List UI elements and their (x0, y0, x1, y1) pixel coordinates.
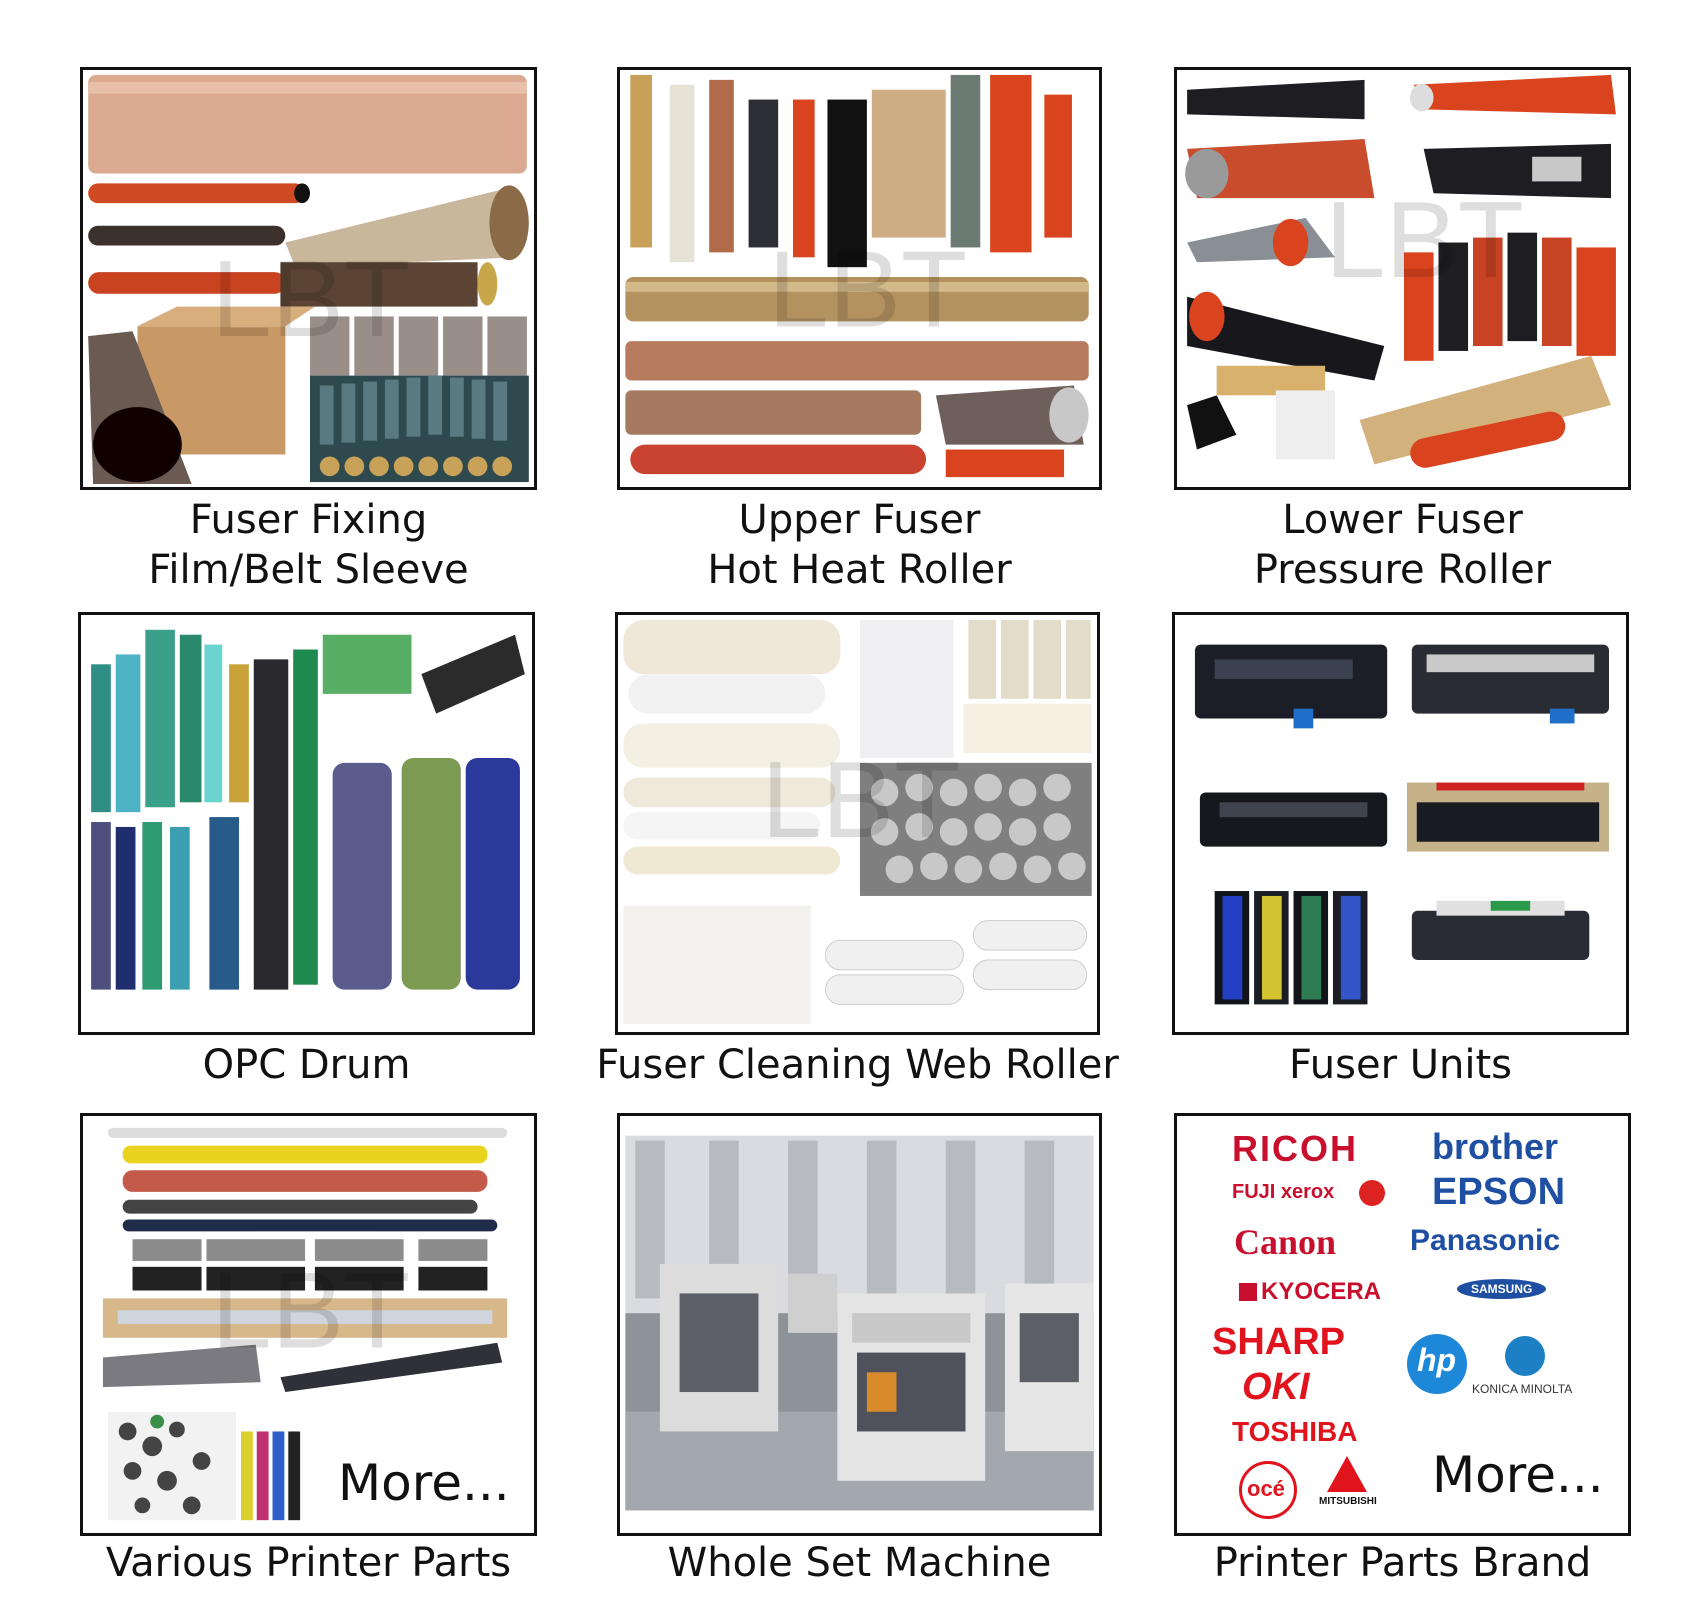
caption-line-1: Lower Fuser (1282, 497, 1523, 543)
caption-fuser-film: Fuser Fixing Film/Belt Sleeve (80, 495, 537, 595)
caption-line-1: Fuser Cleaning Web Roller (596, 1042, 1119, 1088)
caption-line-1: Fuser Units (1288, 1042, 1513, 1088)
brand-ricoh: RICOH (1232, 1128, 1358, 1169)
brand-samsung: SAMSUNG (1457, 1279, 1547, 1299)
caption-fuser-units: Fuser Units (1172, 1040, 1629, 1090)
tile-upper-fuser[interactable]: LBT (617, 67, 1102, 490)
brand-hp: hp (1417, 1342, 1457, 1378)
oce-logo-icon (1239, 1461, 1297, 1519)
tile-cleaning-web[interactable]: LBT (615, 612, 1100, 1035)
caption-line-2: Film/Belt Sleeve (148, 547, 469, 593)
caption-line-2: Hot Heat Roller (707, 547, 1012, 593)
various-parts-photo: LBT (102, 1127, 508, 1521)
fuser-units-photo (1194, 644, 1609, 1005)
caption-line-1: Upper Fuser (738, 497, 981, 543)
caption-brands: Printer Parts Brand (1174, 1538, 1631, 1588)
caption-line-2: Pressure Roller (1253, 547, 1552, 593)
caption-various-parts: Various Printer Parts (80, 1538, 537, 1588)
tile-fuser-film[interactable]: LBT (80, 67, 537, 490)
watermark-text: LBT (761, 739, 960, 860)
lower-fuser-roller-photo: LBT (1185, 74, 1616, 468)
brand-panasonic: Panasonic (1410, 1224, 1561, 1257)
tile-opc-drum[interactable] (78, 612, 535, 1035)
whole-machine-photo (620, 1116, 1099, 1533)
opc-drum-photo (91, 629, 525, 990)
brand-epson: EPSON (1432, 1171, 1566, 1213)
caption-line-1: Fuser Fixing (189, 497, 428, 543)
brand-konica: KONICA MINOLTA (1472, 1382, 1573, 1396)
caption-line-1: Various Printer Parts (105, 1540, 512, 1586)
brand-mitsubishi: MITSUBISHI (1319, 1496, 1377, 1507)
caption-line-1: OPC Drum (202, 1042, 411, 1088)
tile-whole-machine[interactable] (617, 1113, 1102, 1536)
xerox-logo-icon (1359, 1180, 1385, 1206)
brand-kyocera: KYOCERA (1261, 1278, 1382, 1305)
hp-logo-icon (1407, 1334, 1467, 1394)
cleaning-web-roller-photo: LBT (623, 619, 1092, 1025)
kyocera-logo-icon (1239, 1283, 1257, 1301)
brand-sharp: SHARP (1212, 1321, 1346, 1363)
caption-line-1: Printer Parts Brand (1213, 1540, 1592, 1586)
caption-line-1: Whole Set Machine (667, 1540, 1052, 1586)
brand-oce: océ (1247, 1476, 1285, 1501)
more-label: More... (1432, 1446, 1604, 1504)
caption-lower-fuser: Lower Fuser Pressure Roller (1174, 495, 1631, 595)
brand-canon: Canon (1234, 1222, 1337, 1262)
caption-cleaning-web: Fuser Cleaning Web Roller (585, 1040, 1130, 1090)
tile-fuser-units[interactable] (1172, 612, 1629, 1035)
brand-oki: OKI (1242, 1366, 1310, 1408)
upper-fuser-roller-photo: LBT (625, 74, 1089, 478)
tile-various-parts[interactable]: LBT More... (80, 1113, 537, 1536)
mitsubishi-logo-icon (1327, 1456, 1367, 1492)
watermark-text: LBT (211, 238, 410, 359)
tile-lower-fuser[interactable]: LBT (1174, 67, 1631, 490)
more-label: More... (338, 1454, 510, 1512)
brand-toshiba: TOSHIBA (1232, 1416, 1358, 1447)
watermark-text: LBT (1325, 179, 1524, 300)
brand-brother: brother (1432, 1126, 1558, 1167)
watermark-text: LBT (211, 1250, 410, 1371)
tile-brands[interactable]: RICOH brother FUJI xerox EPSON Canon Pan… (1174, 1113, 1631, 1536)
caption-upper-fuser: Upper Fuser Hot Heat Roller (617, 495, 1102, 595)
fuser-film-photo: LBT (88, 74, 529, 485)
caption-whole-machine: Whole Set Machine (617, 1538, 1102, 1588)
caption-opc-drum: OPC Drum (78, 1040, 535, 1090)
watermark-text: LBT (768, 228, 967, 349)
brand-fujixerox: FUJI xerox (1232, 1181, 1335, 1203)
konica-logo-icon (1505, 1336, 1545, 1376)
